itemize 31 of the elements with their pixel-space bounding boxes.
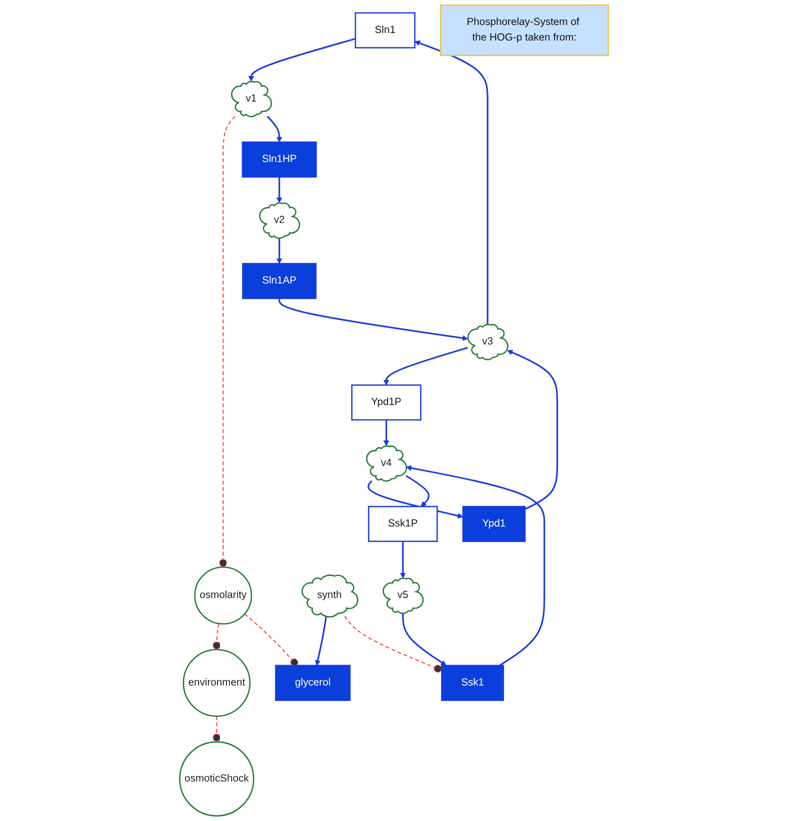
arrow: [406, 465, 546, 666]
node-box: Ssk1P: [368, 506, 438, 542]
node-box: Ypd1P: [351, 384, 422, 421]
node-box: Ssk1: [441, 664, 504, 701]
arrow: [248, 38, 356, 82]
arrow: [414, 40, 488, 324]
arrow: [400, 541, 406, 578]
arrow: [266, 116, 282, 142]
arrow: [278, 298, 468, 341]
arrow: [315, 616, 327, 666]
arrow: [276, 176, 282, 203]
arrow: [402, 613, 446, 666]
node-box: Sln1AP: [242, 262, 317, 300]
arrow: [406, 475, 430, 507]
node-box: Sln1HP: [242, 141, 317, 178]
node-box: Ypd1: [462, 506, 526, 542]
arrow: [507, 350, 558, 510]
arrow: [383, 346, 468, 386]
connector: [344, 616, 442, 673]
connector: [212, 716, 221, 742]
node-circle: environment: [182, 649, 251, 717]
arrow: [276, 238, 282, 264]
connector: [244, 614, 298, 666]
node-circle: osmolarity: [194, 566, 252, 624]
node-box: glycerol: [275, 664, 351, 701]
node-circle: osmoticShock: [179, 741, 254, 816]
arrow: [383, 420, 390, 446]
connector: [212, 623, 221, 650]
node-box: Sln1: [354, 12, 416, 48]
node-box: Phosphorelay-System of the HOG-p taken from:: [440, 4, 609, 56]
connector: [219, 116, 236, 568]
